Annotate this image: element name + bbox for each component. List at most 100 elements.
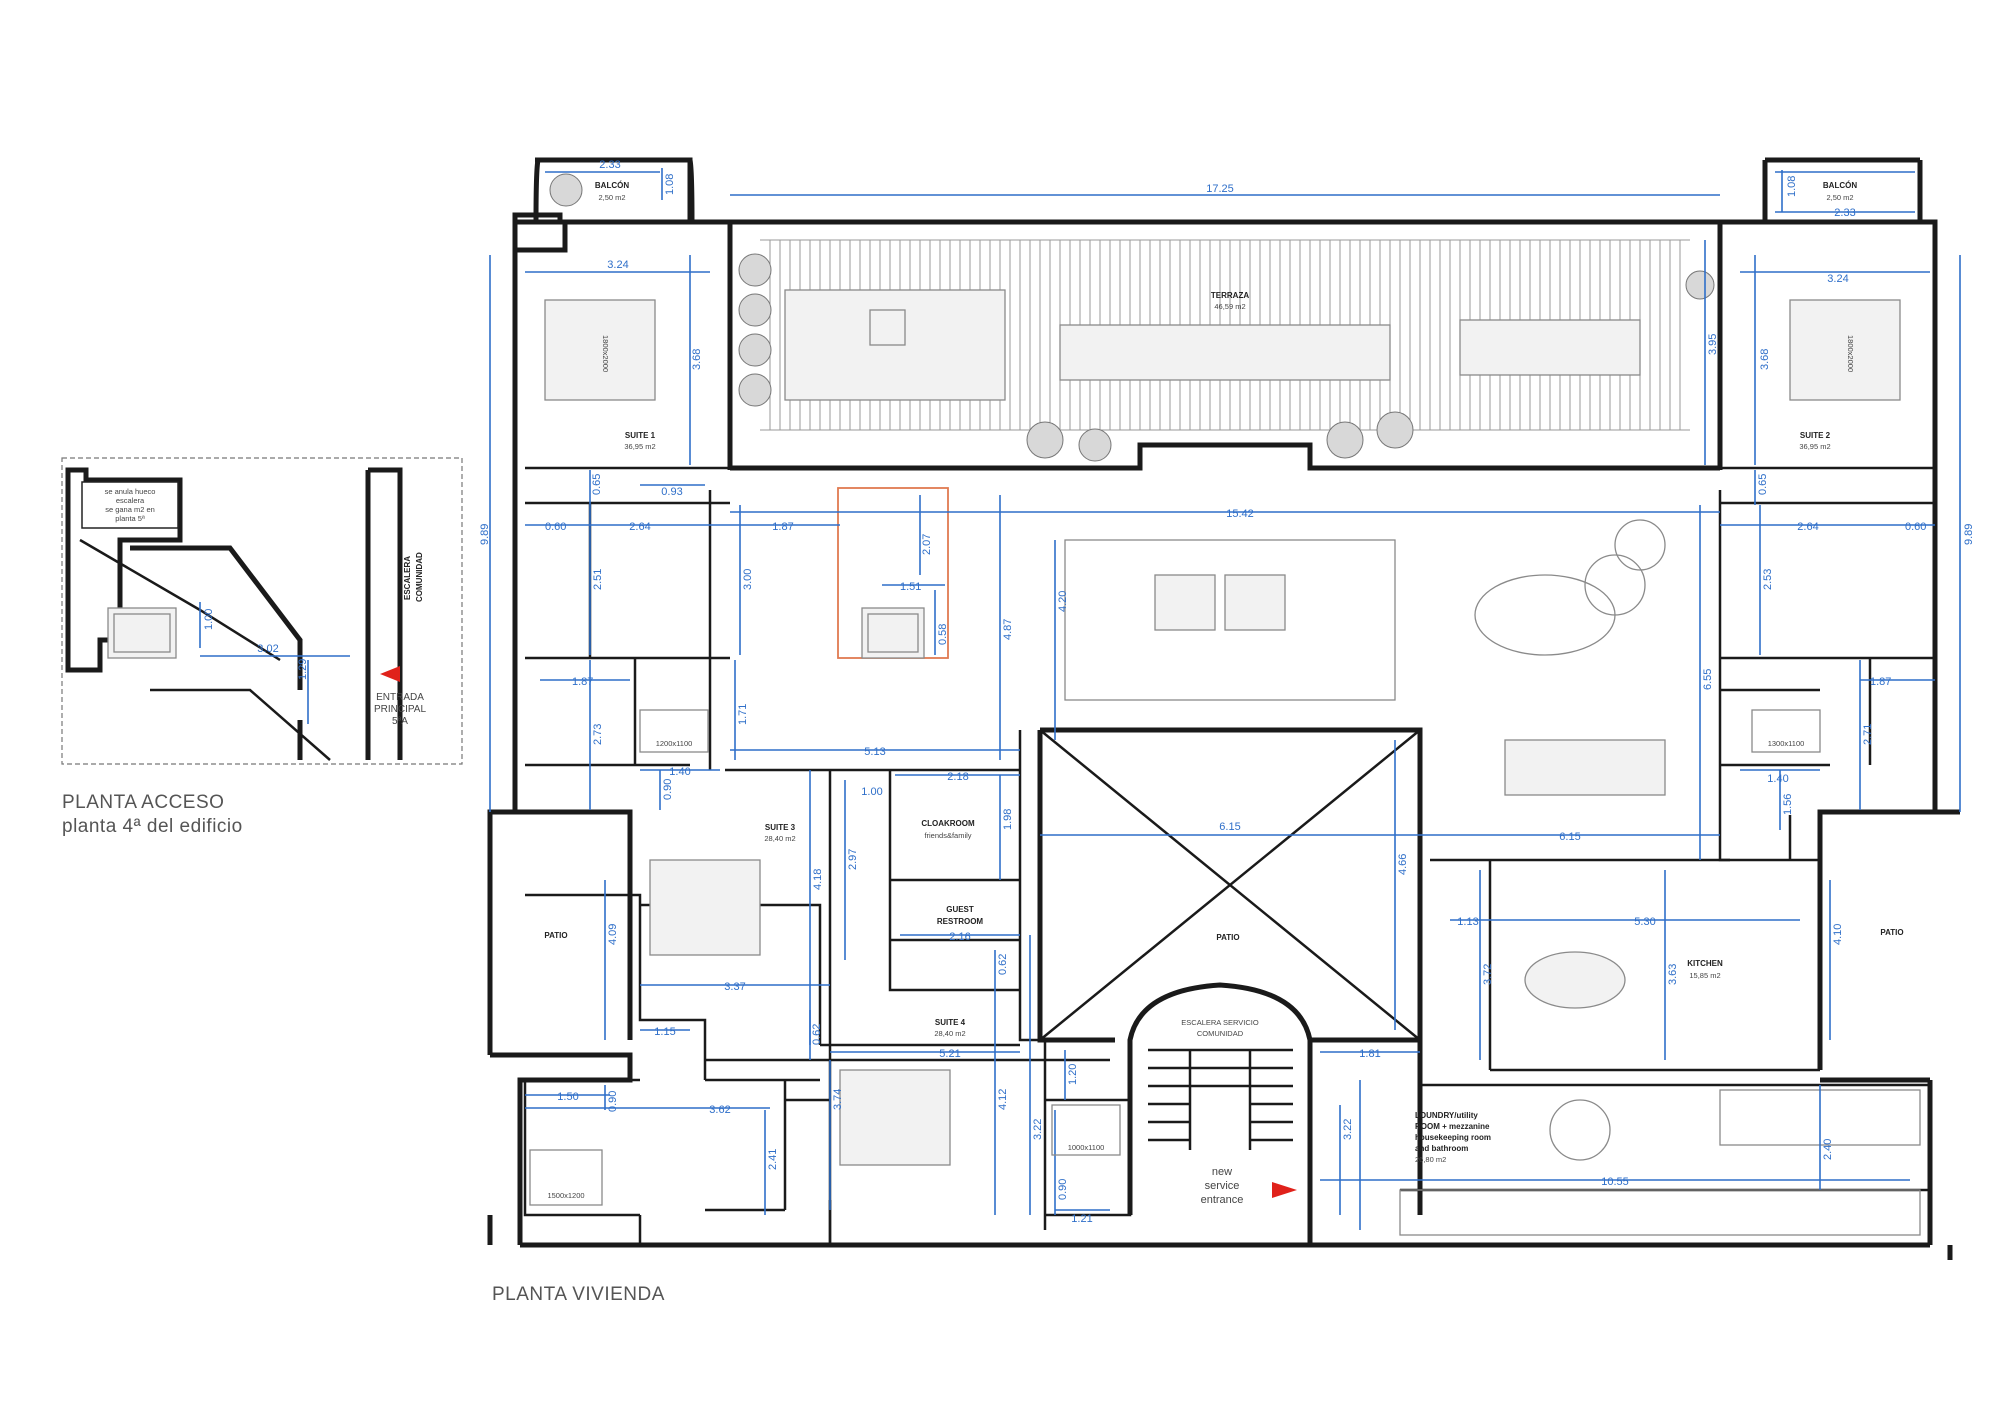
main-plan-title: PLANTA VIVIENDA: [492, 1284, 665, 1305]
entrance-label: PRINCIPAL: [374, 704, 426, 715]
room-area: 46,59 m2: [1214, 302, 1245, 311]
access-plan-note: escalera: [116, 496, 145, 505]
dimension-label: 3.24: [1827, 273, 1848, 285]
exterior-wall-top: [515, 219, 1960, 815]
dimension-label: 1.40: [1767, 773, 1788, 785]
elevator: [867, 613, 919, 653]
room-area: 28,40 m2: [934, 1029, 965, 1038]
bed-suite3: [649, 859, 761, 956]
service-entrance-label: new: [1212, 1166, 1232, 1178]
room-name: TERRAZA: [1211, 291, 1249, 300]
dimension-label: 1.56: [1782, 794, 1794, 815]
plant-icon: [1326, 421, 1364, 459]
access-plan-stair-label: COMUNIDAD: [415, 552, 424, 602]
dimension-label: 2.33: [1834, 207, 1855, 219]
dimension-label: 9.89: [479, 524, 491, 545]
entrance-label: ENTRADA: [376, 692, 424, 703]
dining-table: [1504, 739, 1666, 796]
service-entrance-label: entrance: [1201, 1194, 1244, 1206]
access-plan-wall: [150, 688, 331, 761]
dimension-label: 2.64: [1797, 521, 1818, 533]
dimension-label: 3.68: [1759, 349, 1771, 370]
dimension-label: 1.08: [664, 174, 676, 195]
dimension-label: 4.20: [1057, 591, 1069, 612]
dimension-label: 1.71: [737, 704, 749, 725]
dimension-label: 4.66: [1397, 854, 1409, 875]
shower: [639, 709, 709, 753]
dimension-label: 3.95: [1707, 334, 1719, 355]
laundry-label: LOUNDRY/utility: [1415, 1111, 1478, 1120]
dimension-label: 1.20: [1067, 1064, 1079, 1085]
balcony-left-rail: [533, 159, 695, 223]
exterior-wall-bottom: [490, 1052, 1933, 1248]
dimension-label: 4.18: [812, 869, 824, 890]
dimension-label: 1.08: [1786, 176, 1798, 197]
bed-size: 1800x2000: [601, 335, 610, 372]
room-name: SUITE 2: [1800, 431, 1831, 440]
dimension-label: 3.68: [691, 349, 703, 370]
plant-icon: [1376, 411, 1414, 449]
access-plan-frame: [61, 457, 463, 765]
shower-size: 1000x1100: [1068, 1143, 1105, 1152]
dimension-label: 0.62: [811, 1024, 823, 1045]
access-plan-title: PLANTA ACCESO: [62, 792, 224, 813]
dimension-label: 1.50: [557, 1091, 578, 1103]
bed-suite4: [839, 1069, 951, 1166]
dimension-label: 3.37: [724, 981, 745, 993]
dimension-label: 6.15: [1219, 821, 1240, 833]
access-plan-wall: [365, 467, 403, 760]
room-sub: friends&family: [924, 831, 971, 840]
patio-walls: [515, 809, 1935, 1070]
dimension-label: 1.87: [772, 521, 793, 533]
dimension-label: 1.13: [1457, 916, 1478, 928]
access-plan-subtitle: planta 4ª del edificio: [62, 816, 243, 837]
dimension-label: 4.10: [1832, 924, 1844, 945]
room-name: CLOAKROOM: [921, 819, 975, 828]
access-plan-note-box: [81, 481, 179, 529]
room-name: PATIO: [1216, 933, 1239, 942]
plant-icon: [738, 293, 772, 327]
living-sofa: [1064, 539, 1396, 701]
plant-icon: [738, 333, 772, 367]
pouf: [1614, 519, 1666, 571]
room-area: 28,40 m2: [764, 834, 795, 843]
laundry-label: housekeeping room: [1415, 1133, 1491, 1142]
dimension-label: 3.22: [1032, 1119, 1044, 1140]
dimension-label: 0.62: [997, 954, 1009, 975]
dimension-label: 3.24: [607, 259, 628, 271]
dimension-label: 1.87: [572, 676, 593, 688]
shower-size: 1200x1100: [656, 739, 693, 748]
dimension-label: 4.87: [1002, 619, 1014, 640]
access-plan: se anula hueco escalera se gana m2 en pl…: [61, 457, 463, 765]
fixture-labels: 1200x1100 1300x1100 1000x1100 1500x1200 …: [529, 335, 1855, 1206]
room-area: 2,50 m2: [598, 193, 625, 202]
dimension-label: 0.65: [591, 474, 603, 495]
room-area: 2,50 m2: [1826, 193, 1853, 202]
room-labels: BALCÓN 2,50 m2 BALCÓN 2,50 m2 TERRAZA 46…: [544, 181, 1903, 1206]
access-plan-note: planta 5ª: [115, 514, 145, 523]
dimension-label: 2.33: [599, 159, 620, 171]
dimension-label: 5.13: [864, 746, 885, 758]
dimension-label: 0.60: [545, 521, 566, 533]
wall: [512, 219, 568, 253]
plant-icon: [1685, 270, 1715, 300]
dimension-label: 4.09: [607, 924, 619, 945]
plant-icon: [1078, 428, 1112, 462]
dimension-label: 1.15: [654, 1026, 675, 1038]
dimension-label: 9.89: [1963, 524, 1975, 545]
dimension-label: 2.71: [1862, 724, 1874, 745]
laundry-label: ROOM + mezzanine: [1415, 1122, 1490, 1131]
elevator: [861, 607, 925, 659]
dimension-label: 1.81: [1359, 1048, 1380, 1060]
pouf: [1584, 554, 1646, 616]
terrace-dining-table: [1459, 319, 1641, 376]
plant-icon: [738, 253, 772, 287]
dimension-label: 1.00: [203, 609, 215, 630]
dimension-label: 1.51: [900, 581, 921, 593]
room-name: BALCÓN: [595, 181, 629, 190]
dimension-label: 2.64: [629, 521, 650, 533]
shower-size: 1300x1100: [1768, 739, 1805, 748]
dimension-label: 5.30: [1634, 916, 1655, 928]
service-stair-wall: [1127, 982, 1313, 1215]
